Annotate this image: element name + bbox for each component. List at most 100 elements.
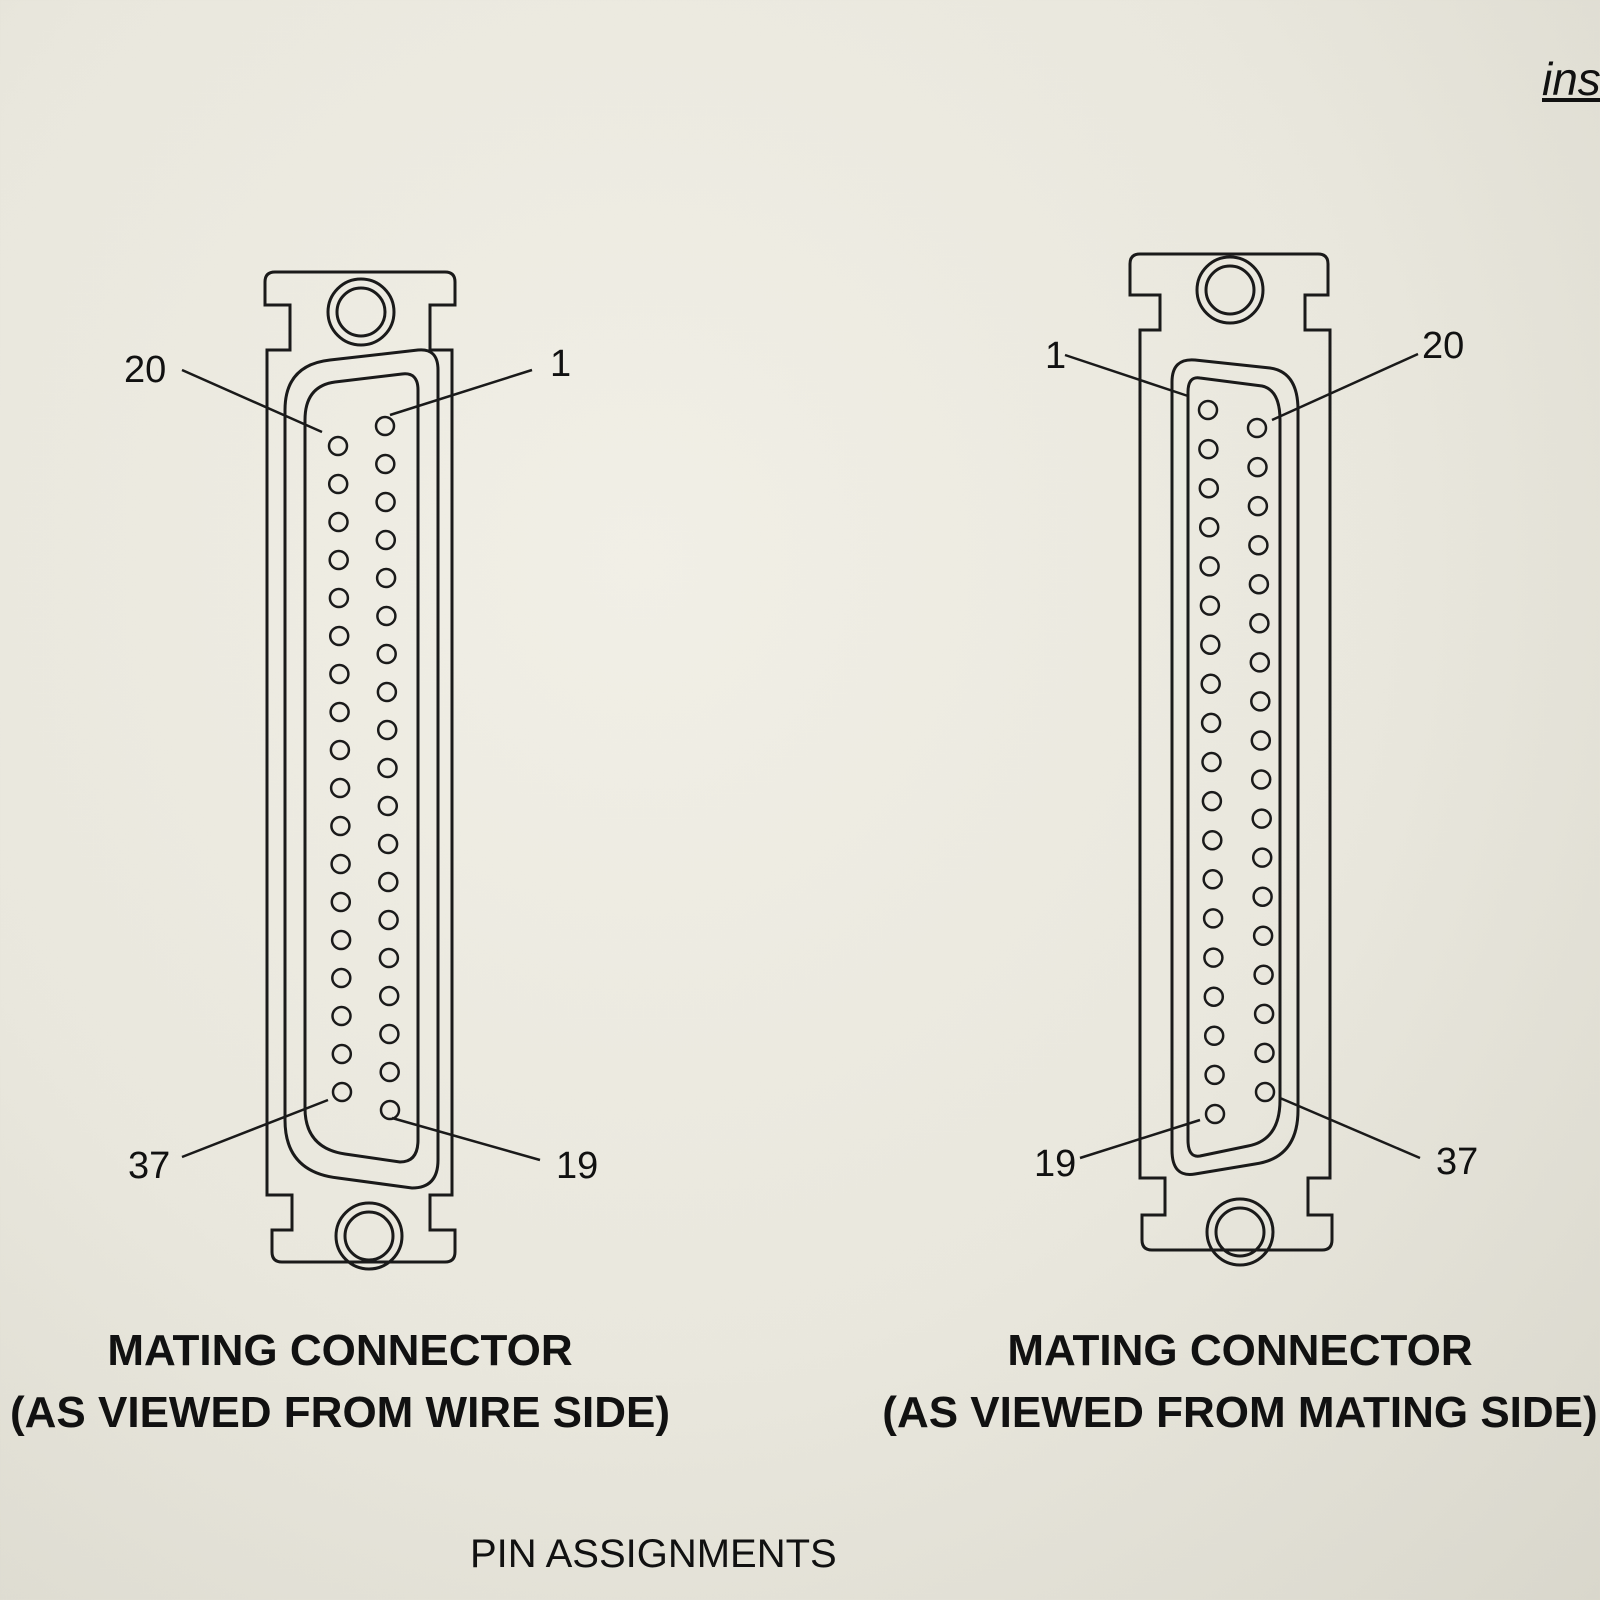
left-label-1: 1 [550,343,571,385]
left-label-19: 19 [556,1145,598,1187]
right-pin-hole [1252,925,1274,947]
left-pin-hole [330,929,352,951]
right-pin-hole [1250,730,1272,751]
right-pin-hole [1204,1064,1225,1086]
left-pin-hole [331,1005,352,1027]
left-pin-hole [374,415,396,437]
left-pin-hole [378,947,400,969]
left-connector-shell [263,270,457,1264]
right-pin-hole [1253,964,1274,986]
right-pin-group [1197,399,1276,1125]
right-pin-hole [1249,613,1270,634]
right-pin-hole [1204,1103,1226,1125]
right-pin-hole [1199,556,1220,577]
left-pin-hole [378,871,399,893]
right-pin-hole [1201,751,1222,773]
right-pin-hole [1200,673,1221,695]
left-pin-hole [377,833,399,855]
right-label-1: 1 [1045,335,1066,377]
left-caption: MATING CONNECTOR (AS VIEWED FROM WIRE SI… [0,1320,680,1444]
left-pin-hole [331,1043,353,1065]
right-pin-hole [1246,417,1268,439]
left-top-mount-hole [326,277,396,347]
corner-text: ins [1542,53,1600,105]
left-caption-line2: (AS VIEWED FROM WIRE SIDE) [10,1388,670,1437]
left-pin-hole [377,795,399,817]
right-pin-hole [1200,712,1222,734]
right-top-mount-hole-inner [1204,264,1256,316]
right-connector-shell [1128,252,1334,1252]
right-leader-20 [1271,352,1419,422]
left-pin-hole [375,567,397,589]
left-caption-line1: MATING CONNECTOR [107,1326,573,1375]
left-pin-hole [378,985,400,1007]
left-label-37: 37 [128,1145,170,1187]
right-pin-hole [1201,790,1223,812]
right-top-mount-hole [1195,255,1265,325]
right-caption-line1: MATING CONNECTOR [1007,1326,1473,1375]
right-pin-hole [1250,691,1271,712]
left-pin-hole [328,511,349,533]
right-pin-hole [1252,886,1273,907]
left-pin-hole [376,719,398,741]
right-pin-hole [1203,947,1224,968]
right-pin-hole [1197,399,1219,421]
left-pin-hole [376,605,397,627]
left-pin-hole [377,757,398,779]
left-top-mount-hole-inner [335,286,387,338]
right-pin-hole [1202,829,1223,851]
right-pin-hole [1198,477,1220,499]
right-leader-37 [1279,1096,1421,1160]
left-pin-hole [376,681,398,703]
left-pin-hole [330,891,352,913]
right-pin-hole [1203,986,1225,1007]
left-d-shell-outer [283,348,440,1190]
right-d-shell-inner [1186,376,1282,1158]
left-pin-hole [327,473,349,495]
left-pin-hole [375,453,396,475]
left-leader-20 [181,368,323,434]
left-pin-hole [330,853,351,875]
left-pin-hole [375,491,396,513]
right-pin-hole [1199,595,1221,616]
left-pin-hole [329,663,350,685]
left-pin-hole [329,777,351,799]
right-pin-hole [1247,495,1269,517]
right-pin-hole [1250,769,1272,790]
left-pin-group [327,415,401,1121]
right-pin-hole [1251,847,1273,868]
left-pin-hole [331,1081,353,1103]
right-leader-1 [1064,353,1189,398]
left-pin-hole [328,549,349,571]
right-pin-hole [1247,456,1268,478]
left-pin-hole [327,435,349,457]
left-pin-hole [379,1023,400,1045]
left-leader-19 [391,1116,541,1162]
right-leader-19 [1079,1118,1201,1160]
right-pin-hole [1253,1003,1275,1025]
right-pin-hole [1203,1025,1225,1047]
left-pin-hole [331,967,352,989]
right-pin-hole [1198,438,1219,460]
right-pin-hole [1251,808,1272,829]
left-pin-hole [376,643,397,665]
left-pin-hole [329,701,350,723]
right-bottom-mount-hole-inner [1214,1206,1266,1258]
footer-title: PIN ASSIGNMENTS [470,1532,837,1576]
left-pin-hole [375,529,397,551]
right-caption-line2: (AS VIEWED FROM MATING SIDE) [882,1388,1598,1437]
left-pin-hole [379,1061,400,1083]
right-pin-hole [1254,1081,1276,1103]
left-pin-hole [328,587,350,609]
left-leader-1 [389,368,533,417]
left-bottom-mount-hole [334,1201,404,1271]
left-pin-hole [379,1099,401,1121]
left-label-20: 20 [124,349,166,391]
right-pin-hole [1202,869,1223,890]
right-pin-hole [1198,517,1220,538]
right-pin-hole [1202,908,1224,929]
left-pin-hole [330,815,351,837]
left-bottom-mount-hole-inner [343,1210,395,1262]
left-leader-37 [181,1098,329,1159]
left-pin-hole [328,625,350,647]
